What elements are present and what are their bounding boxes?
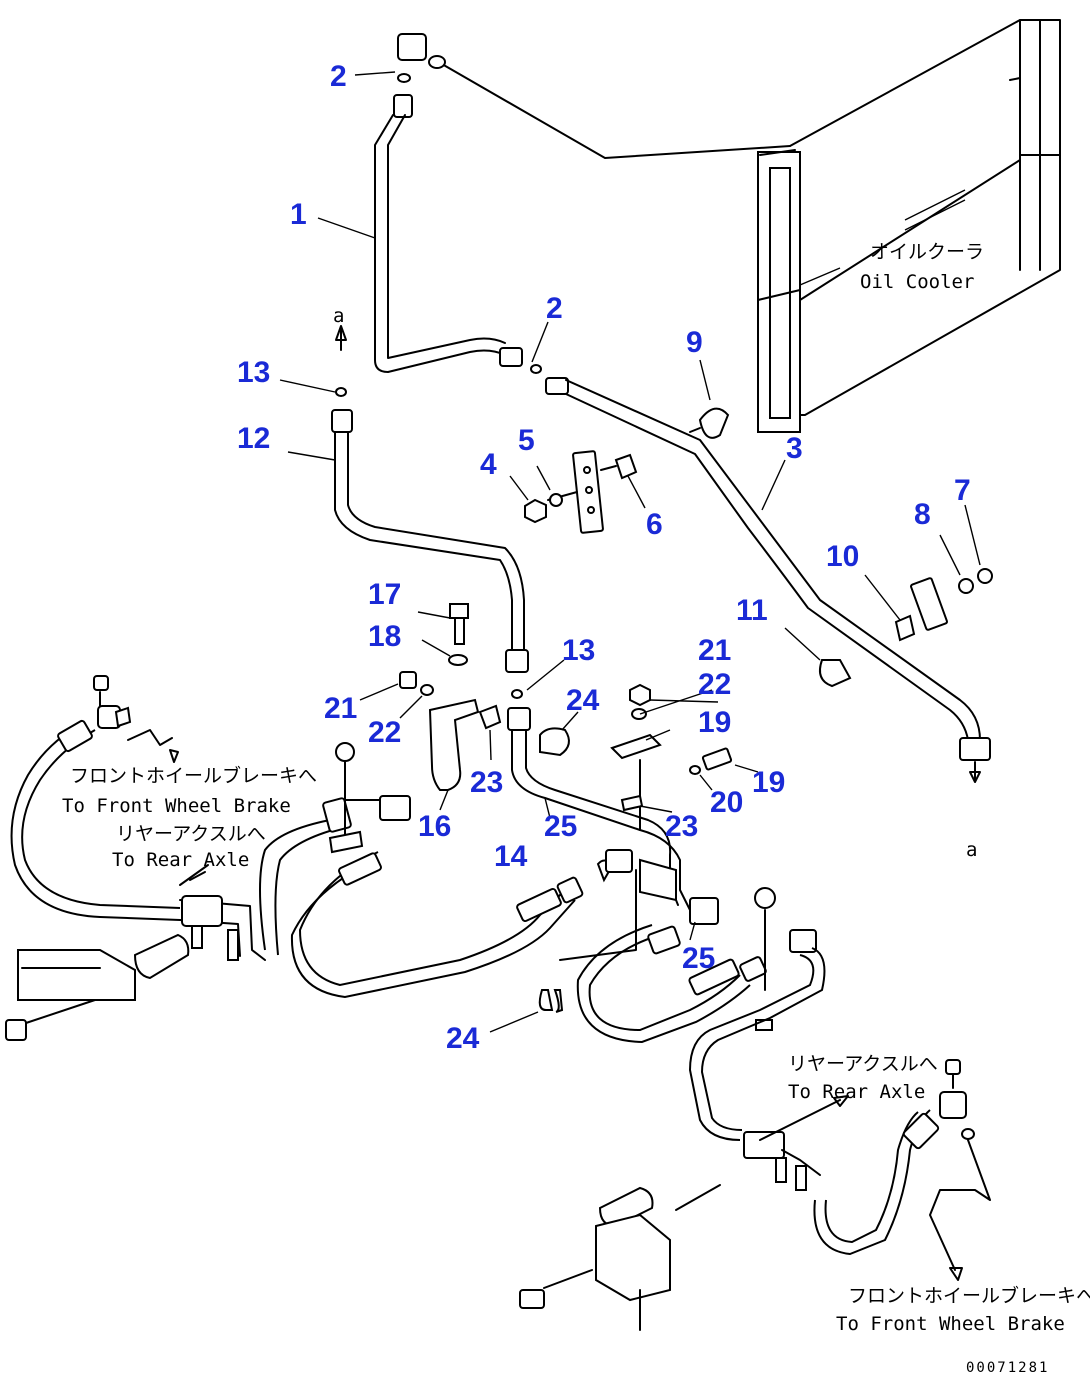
callout-15: 16: [418, 810, 451, 843]
callout-23-left: 23: [470, 766, 503, 799]
callout-22-right: 22: [698, 668, 731, 701]
drawing-code: 00071281: [966, 1360, 1049, 1376]
callout-21-right: 21: [698, 634, 731, 667]
callout-10: 10: [826, 540, 859, 573]
callout-7: 9: [686, 326, 703, 359]
oil-cooler: [757, 19, 1061, 433]
connector-a-bottom: a: [966, 839, 977, 861]
callout-24-top: 24: [566, 684, 600, 717]
rear-axle-en-left: To Rear Axle: [112, 849, 249, 871]
rear-axle-jp-left: リヤーアクスルへ: [116, 823, 266, 845]
left-hose-assembly: [5, 675, 266, 1041]
callout-11: 11: [736, 594, 768, 627]
callout-13-mid: 13: [562, 634, 595, 667]
callout-20: 20: [710, 786, 743, 819]
leader-lines: [279, 71, 981, 1033]
callout-14: 14: [494, 840, 528, 873]
connector-a-top: a: [333, 305, 344, 327]
callout-6: 6: [646, 508, 663, 541]
bolt-16-washer-17: [448, 603, 469, 666]
callouts: 2 1 2 9 3 4 5 6 7 8 10 11 13 12 17 18 13…: [237, 60, 971, 1055]
callout-16: 17: [368, 578, 401, 611]
center-hose: [259, 742, 584, 999]
bracket-4-5-6: [524, 450, 638, 534]
oil-cooler-en-label: Oil Cooler: [860, 271, 974, 293]
clamp-7: [689, 407, 730, 439]
rear-axle-en-right: To Rear Axle: [788, 1081, 925, 1103]
callout-22-left: 22: [368, 716, 401, 749]
callout-19: 19: [752, 766, 785, 799]
pipe-3: [545, 377, 991, 783]
front-wheel-brake-jp-right: フロントホイールブレーキへ: [848, 1284, 1090, 1307]
callout-25-top: 25: [544, 810, 577, 843]
callout-4: 4: [480, 448, 497, 481]
bracket-8-9-10: [819, 568, 993, 688]
bracket-18: [610, 683, 733, 831]
callout-17: 18: [368, 620, 401, 653]
pipe-12: [331, 325, 529, 699]
callout-13-top: 13: [237, 356, 270, 389]
callout-18: 19: [698, 706, 731, 739]
pipe-1: [374, 33, 791, 374]
callout-1: 1: [290, 198, 307, 231]
front-wheel-brake-jp-left: フロントホイールブレーキへ: [70, 764, 317, 787]
rear-axle-jp-right: リヤーアクスルへ: [788, 1053, 938, 1075]
callout-24-bottom: 24: [446, 1022, 480, 1055]
bracket-15: [399, 671, 570, 791]
front-wheel-brake-en-left: To Front Wheel Brake: [62, 795, 291, 817]
callout-12: 12: [237, 422, 270, 455]
callout-2-top: 2: [330, 60, 347, 93]
callout-23-right: 23: [665, 810, 698, 843]
front-wheel-brake-en-right: To Front Wheel Brake: [836, 1313, 1065, 1335]
oil-cooler-jp-label: オイルクーラ: [870, 241, 984, 263]
callout-9: 8: [914, 498, 931, 531]
callout-3: 3: [786, 432, 803, 465]
callout-25-bottom: 25: [682, 942, 715, 975]
clip-24-lower: [538, 989, 564, 1013]
callout-8: 7: [954, 474, 971, 507]
callout-21-left: 21: [324, 692, 357, 725]
right-hose-assembly: [519, 887, 991, 1331]
callout-5: 5: [518, 424, 535, 457]
callout-2-mid: 2: [546, 292, 563, 325]
